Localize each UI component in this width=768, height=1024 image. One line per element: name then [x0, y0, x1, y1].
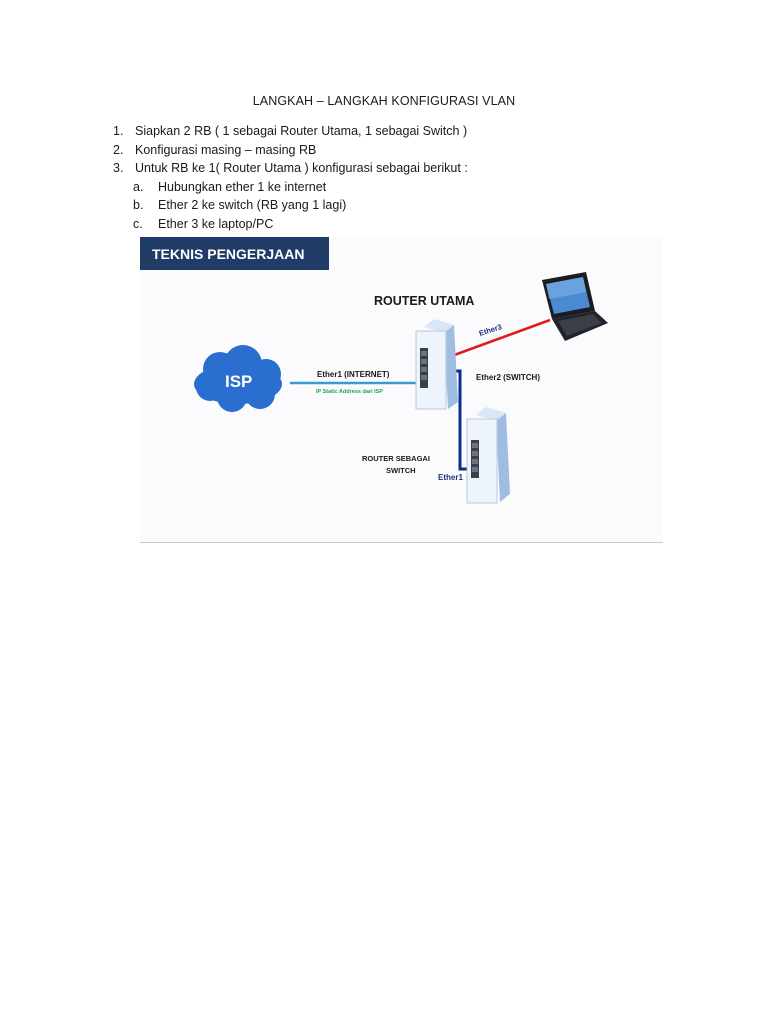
ether3-label: Ether3: [478, 322, 503, 338]
router-main-label: ROUTER UTAMA: [374, 294, 474, 308]
main-router-icon: [415, 319, 458, 410]
sublist-item: c. Ether 3 ke laptop/PC: [113, 215, 468, 234]
list-number: 3.: [113, 161, 124, 176]
sublist-text: Ether 2 ke switch (RB yang 1 lagi): [158, 198, 347, 213]
ip-static-note: IP Static Address dari ISP: [316, 389, 383, 395]
list-item: 1. Siapkan 2 RB ( 1 sebagai Router Utama…: [113, 122, 468, 141]
document-title: LANGKAH – LANGKAH KONFIGURASI VLAN: [252, 94, 516, 108]
list-number: 2.: [113, 142, 124, 157]
list-number: 1.: [113, 124, 124, 138]
ether2-switch-label: Ether2 (SWITCH): [476, 373, 540, 382]
network-diagram-svg: TEKNIS PENGERJAAN ROUTER UTAMA ISP Ether…: [140, 237, 608, 504]
network-diagram: TEKNIS PENGERJAAN ROUTER UTAMA ISP Ether…: [140, 237, 662, 542]
switch-label-line1: ROUTER SEBAGAI: [362, 454, 430, 463]
sublist-item: b. Ether 2 ke switch (RB yang 1 lagi): [113, 196, 468, 215]
list-text: Untuk RB ke 1( Router Utama ) konfiguras…: [135, 161, 468, 176]
banner-background: [140, 237, 329, 270]
isp-label: ISP: [225, 372, 252, 391]
list-text: Siapkan 2 RB ( 1 sebagai Router Utama, 1…: [135, 124, 468, 138]
sublist-letter: a.: [133, 179, 144, 194]
banner-title: TEKNIS PENGERJAAN: [152, 246, 304, 262]
sublist-item: a. Hubungkan ether 1 ke internet: [113, 178, 468, 197]
switch-label-line2: SWITCH: [386, 466, 416, 475]
list-item: 3. Untuk RB ke 1( Router Utama ) konfigu…: [113, 159, 468, 178]
switch-router-icon: [466, 407, 510, 504]
laptop-icon: [542, 272, 608, 341]
switch-ether1-label: Ether1: [438, 473, 463, 482]
sublist-letter: c.: [133, 216, 143, 231]
figure-bottom-rule: [140, 542, 663, 543]
sublist-text: Ether 3 ke laptop/PC: [158, 216, 274, 231]
sublist-letter: b.: [133, 198, 144, 213]
steps-list: 1. Siapkan 2 RB ( 1 sebagai Router Utama…: [113, 122, 468, 234]
list-text: Konfigurasi masing – masing RB: [135, 142, 317, 157]
sublist-text: Hubungkan ether 1 ke internet: [158, 179, 327, 194]
isp-cloud-icon: [194, 345, 282, 412]
ether1-internet-label: Ether1 (INTERNET): [317, 370, 390, 379]
list-item: 2. Konfigurasi masing – masing RB: [113, 141, 468, 160]
